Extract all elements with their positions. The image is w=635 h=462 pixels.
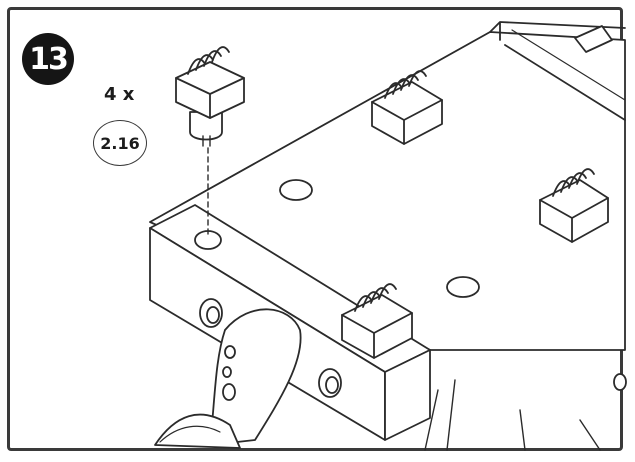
connector <box>539 168 609 243</box>
quantity-label: 4 x <box>104 84 135 105</box>
hole <box>279 179 313 201</box>
part-number-callout: 2.16 <box>93 120 147 166</box>
front-beam-end <box>384 349 431 441</box>
connector <box>371 70 443 145</box>
board-rail <box>489 21 626 121</box>
screw-head <box>318 368 342 398</box>
connector <box>341 283 413 359</box>
step-number-badge: 13 <box>22 33 74 85</box>
hole <box>446 276 480 298</box>
screw-head <box>199 298 223 328</box>
strap <box>209 308 302 446</box>
connector-part <box>175 46 245 147</box>
hole <box>613 373 627 391</box>
